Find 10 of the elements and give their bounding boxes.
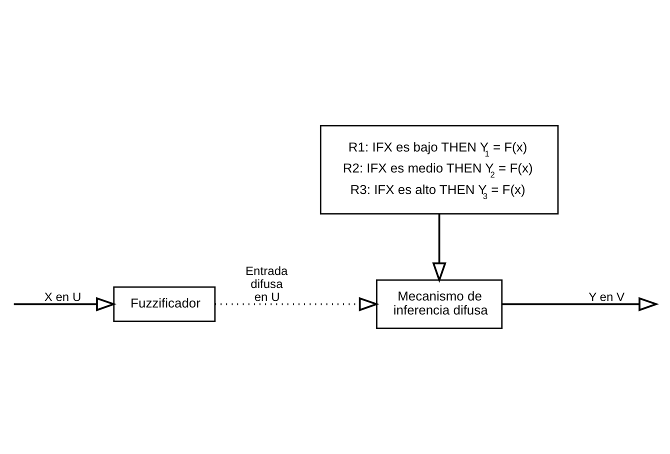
edge-label: X en U bbox=[44, 290, 82, 304]
arrow bbox=[215, 297, 380, 312]
arrow bbox=[502, 297, 659, 312]
node-box: Mecanismo de inferencia difusa bbox=[376, 279, 503, 329]
node-box: R1: IFX es bajo THEN Y$_{1}$ = F(x) R2: IFX es medio THEN Y$_{2}$ = F(x) R3: IFX es alto THEN Y$_{3}$ = F(x) bbox=[320, 125, 559, 214]
edge-label: Entrada difusa en U bbox=[246, 264, 288, 304]
node-box: Fuzzificador bbox=[113, 286, 216, 322]
arrow bbox=[432, 214, 446, 283]
edge-label: Y en V bbox=[588, 290, 625, 304]
arrow bbox=[14, 297, 116, 312]
